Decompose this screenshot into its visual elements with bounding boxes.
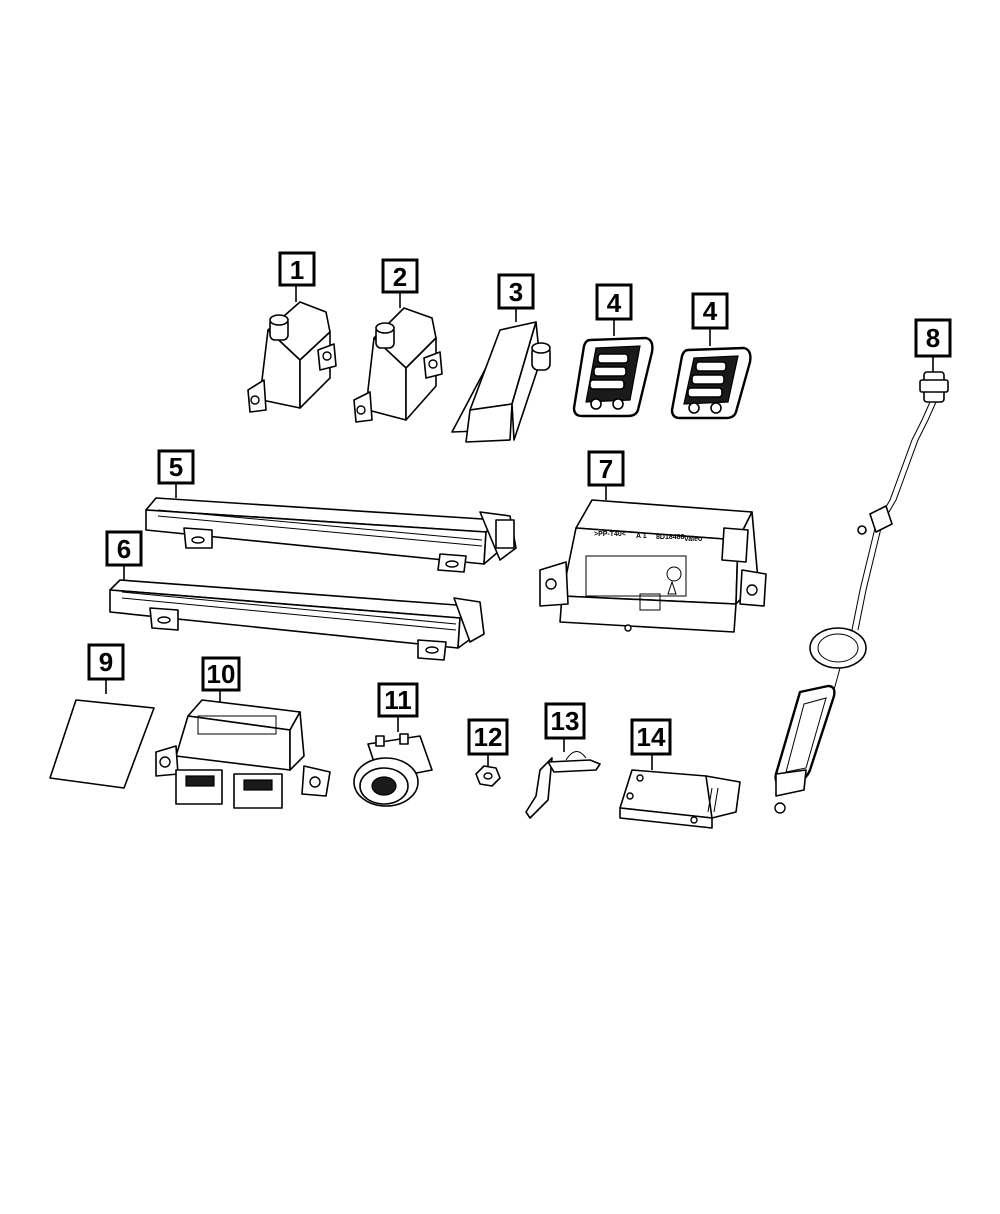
callout-7-number: 7 [599,454,613,484]
callout-6: 6 [105,530,143,567]
callout-2-number: 2 [393,262,407,292]
callout-13-number: 13 [551,706,580,736]
callout-9: 9 [87,643,125,681]
module-label-line1: >PP-T40< [594,531,626,538]
part-13-emergency-key [525,738,601,819]
callout-14-number: 14 [637,722,666,752]
module-label-line3: 8D18488 [656,534,685,541]
callout-1: 1 [278,251,316,287]
callout-5: 5 [157,449,195,485]
part-6-antenna-bar [109,565,485,661]
part-7-keyless-module: >PP-T40< A 1 8D18488 Valeo [539,485,767,633]
part-5-antenna-bar [145,483,517,573]
callout-8: 8 [914,318,952,358]
callout-12-number: 12 [474,722,503,752]
callout-8-number: 8 [926,323,940,353]
callout-3-number: 3 [509,277,523,307]
part-12-nut [475,754,501,787]
part-10-control-module [155,690,331,809]
callout-9-number: 9 [99,647,113,677]
callout-10: 10 [201,656,241,692]
callout-2: 2 [381,258,419,294]
part-3-antenna [451,308,551,443]
callout-14: 14 [630,718,672,756]
callout-4a: 4 [595,283,633,321]
callout-11: 11 [377,682,419,718]
callout-13: 13 [544,702,586,740]
part-2-antenna [353,292,443,423]
callout-3: 3 [497,273,535,310]
module-label-line2: A 1 [636,533,647,540]
callout-4b-number: 4 [703,296,718,326]
callout-4b: 4 [691,292,729,330]
callout-4a-number: 4 [607,288,622,318]
callout-12: 12 [467,718,509,756]
callout-6-number: 6 [117,534,131,564]
part-9-card [49,679,155,789]
callout-7: 7 [587,450,625,487]
callout-1-number: 1 [290,255,304,285]
callout-5-number: 5 [169,452,183,482]
part-8-antenna-cable [774,356,949,814]
part-1-antenna [247,285,337,413]
part-4-key-fob-b [670,328,752,420]
part-14-receiver-module [619,754,741,829]
callout-10-number: 10 [207,659,236,689]
part-4-key-fob-a [572,319,654,418]
part-11-start-button [353,716,433,807]
callout-11-number: 11 [384,685,412,715]
module-label-brand: Valeo [684,536,702,543]
